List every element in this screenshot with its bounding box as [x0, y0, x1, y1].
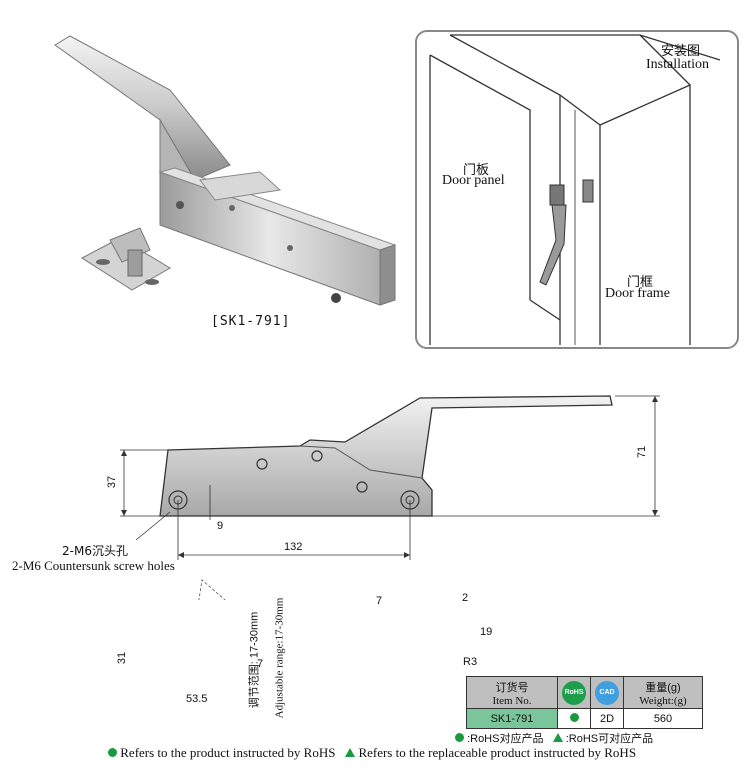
header-rohs: RoHS [557, 676, 591, 709]
adjust-range-en: Adjustable range:17-30mm [273, 597, 286, 719]
header-item-en: Item No. [492, 694, 532, 707]
table-legend: :RoHS对应产品 :RoHS可对应产品 [455, 730, 653, 746]
holes-label-en: 2-M6 Countersunk screw holes [12, 558, 175, 573]
dim-striker-base: 7 [257, 658, 264, 670]
dim-striker-height: 31 [116, 651, 129, 665]
header-weight: 重量(g) Weight:(g) [623, 676, 703, 709]
cad-icon: CAD [595, 680, 619, 705]
header-weight-cn: 重量(g) [645, 681, 681, 694]
footer-notes: Refers to the product instructed by RoHS… [108, 745, 636, 761]
spec-table: 订货号 Item No. RoHS CAD 重量(g) Weight:(g) S… [466, 676, 703, 729]
dim-total-height: 71 [636, 445, 649, 459]
installation-title-en: Installation [646, 57, 709, 72]
legend-replace-text: RoHS可对应产品 [568, 733, 654, 745]
header-item-cn: 订货号 [495, 681, 529, 694]
dim-slot-width: 7 [376, 595, 383, 607]
legend-rohs-text: RoHS对应产品 [470, 733, 544, 745]
holes-label-cn: 2-M6沉头孔 [62, 544, 128, 558]
installation-sketch [429, 34, 721, 345]
adjust-range-cn: 调节范围: 17-30mm [248, 611, 261, 709]
dim-hole-spacing: 132 [284, 541, 303, 553]
rohs-legend-dot-icon [455, 733, 464, 742]
header-cad: CAD [590, 676, 624, 709]
dim-slot-gap: 2 [462, 592, 469, 604]
side-view-drawing [120, 395, 660, 600]
footer-replace-note: Refers to the replaceable product instru… [358, 745, 637, 760]
legend-replace-label: : [565, 733, 569, 745]
installation-title-cn: 安装图 [661, 44, 701, 59]
door-frame-label-cn: 门框 [627, 275, 654, 290]
door-panel-label-cn: 门板 [463, 163, 490, 178]
dim-slot-height: 19 [480, 626, 493, 638]
dim-striker-width: 53.5 [186, 693, 208, 705]
cell-cad: 2D [590, 708, 624, 729]
installation-panel [415, 30, 739, 349]
product-photo [54, 35, 397, 306]
cell-rohs [557, 708, 591, 729]
rohs-dot-icon [569, 712, 579, 722]
footer-rohs-note: Refers to the product instructed by RoHS [120, 745, 336, 760]
dim-radius: R3 [463, 656, 478, 668]
footer-rohs-dot-icon [108, 748, 117, 757]
cell-weight: 560 [623, 708, 703, 729]
header-weight-en: Weight:(g) [639, 694, 687, 707]
door-frame-label-en: Door frame [605, 286, 670, 301]
replace-legend-triangle-icon [552, 733, 563, 742]
dim-body-height: 37 [106, 475, 119, 489]
door-panel-label-en: Door panel [442, 173, 505, 188]
model-caption: [SK1-791] [211, 314, 291, 329]
header-item-no: 订货号 Item No. [466, 676, 558, 709]
table-row: SK1-791 2D 560 [466, 708, 703, 729]
cell-item-no: SK1-791 [466, 708, 558, 729]
footer-replace-triangle-icon [345, 748, 356, 757]
dim-hole-offset: 9 [217, 520, 224, 532]
legend-rohs-label: : [467, 733, 471, 745]
rohs-icon: RoHS [562, 680, 586, 705]
table-header-row: 订货号 Item No. RoHS CAD 重量(g) Weight:(g) [466, 676, 703, 709]
